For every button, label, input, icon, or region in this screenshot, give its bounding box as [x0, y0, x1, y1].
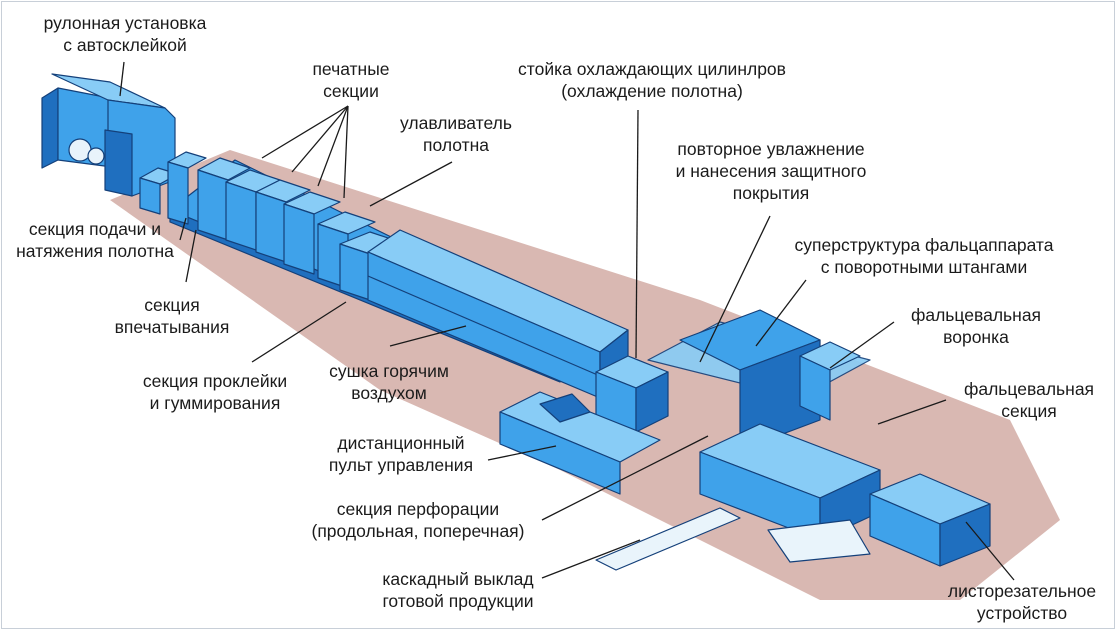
label-remote-console: дистанционный пульт управления [318, 432, 484, 476]
label-perforation: секция перфорации (продольная, поперечна… [290, 498, 546, 542]
label-perforation-line-1: секция перфорации [336, 499, 500, 519]
label-hot-air-dryer-line-1: сушка горячим [329, 361, 449, 381]
label-infeed: секция подачи и натяжения полотна [2, 218, 188, 262]
label-former-line-1: фальцевальная [910, 305, 1042, 325]
leader-infeed [179, 217, 187, 241]
label-web-catcher-line-2: полотна [423, 135, 489, 155]
label-remoistening: повторное увлажнение и нанесения защитно… [656, 138, 886, 204]
label-impression-line-1: секция [144, 295, 200, 315]
leader-printing-2 [291, 105, 349, 173]
cascade-delivery-conveyor [595, 507, 871, 571]
label-impression-line-2: впечатывания [114, 317, 230, 337]
printing-unit-3 [255, 179, 311, 263]
leader-web-catcher [369, 161, 453, 207]
label-cooling-rack-line-1: стойка охлаждающих цилинлров [518, 59, 786, 79]
former-unit [799, 341, 861, 421]
sheeter-unit [869, 473, 991, 567]
leader-cascade [541, 539, 641, 579]
label-superstructure: суперструктура фальцаппарата с поворотны… [786, 234, 1062, 278]
label-gluing-line-1: секция проклейки [142, 371, 288, 391]
leader-sheeter [965, 521, 1015, 581]
label-sheeter-line-1: листорезательное [947, 581, 1097, 601]
label-printing-units-line-2: секции [323, 81, 379, 101]
leader-folder [877, 399, 947, 425]
label-remote-console-line-1: дистанционный [337, 433, 465, 453]
label-remoistening-line-3: покрытия [732, 183, 810, 203]
label-remote-console-line-2: пульт управления [328, 455, 474, 475]
label-hot-air-dryer: сушка горячим воздухом [314, 360, 464, 404]
printing-unit-4 [283, 191, 341, 275]
leader-gluing [251, 301, 347, 363]
hot-air-dryer-unit [367, 229, 629, 399]
label-cascade-delivery: каскадный выклад готовой продукции [368, 568, 548, 612]
leader-printing-3 [317, 105, 349, 187]
label-perforation-line-2: (продольная, поперечная) [311, 521, 525, 541]
label-roll-stand-line-1: рулонная установка [43, 13, 207, 33]
label-former: фальцевальная воронка [896, 304, 1056, 348]
leader-superstructure [755, 279, 807, 347]
label-hot-air-dryer-line-2: воздухом [351, 383, 427, 403]
label-superstructure-line-2: с поворотными штангами [820, 257, 1028, 277]
leader-cooling-rack [635, 109, 639, 359]
label-web-catcher: улавливатель полотна [386, 112, 526, 156]
label-printing-units: печатные секции [296, 58, 406, 102]
label-roll-stand: рулонная установка с автосклейкой [30, 12, 220, 56]
leader-printing-4 [343, 105, 349, 199]
leader-printing-1 [261, 105, 349, 159]
label-sheeter: листорезательное устройство [940, 580, 1104, 624]
remote-console-unit [499, 391, 661, 495]
label-printing-units-line-1: печатные [312, 59, 390, 79]
label-infeed-line-2: натяжения полотна [16, 241, 174, 261]
leader-dryer [389, 325, 467, 347]
label-sheeter-line-2: устройство [976, 603, 1068, 623]
label-folder: фальцевальная секция [948, 378, 1110, 422]
label-roll-stand-line-2: с автосклейкой [63, 35, 187, 55]
label-folder-line-1: фальцевальная [963, 379, 1095, 399]
chill-roll-stand [595, 355, 669, 433]
label-cascade-delivery-line-2: готовой продукции [382, 591, 534, 611]
label-superstructure-line-1: суперструктура фальцаппарата [794, 235, 1054, 255]
label-remoistening-line-1: повторное увлажнение [677, 139, 865, 159]
leader-remote-console [487, 445, 557, 461]
label-infeed-line-1: секция подачи и [28, 219, 162, 239]
label-gluing-line-2: и гуммирования [149, 393, 281, 413]
leader-roll-stand [119, 61, 125, 97]
label-gluing: секция проклейки и гуммирования [126, 370, 304, 414]
label-cooling-rack: стойка охлаждающих цилинлров (охлаждение… [492, 58, 812, 102]
label-impression: секция впечатывания [110, 294, 234, 338]
label-web-catcher-line-1: улавливатель [400, 113, 512, 133]
leader-remoistening [699, 215, 771, 363]
label-cooling-rack-line-2: (охлаждение полотна) [561, 81, 743, 101]
gluing-unit [339, 231, 401, 301]
label-folder-line-2: секция [1001, 401, 1057, 421]
label-former-line-2: воронка [943, 327, 1009, 347]
label-remoistening-line-2: и нанесения защитного [675, 161, 867, 181]
leader-former [829, 321, 895, 369]
leader-perforation [541, 435, 709, 521]
label-cascade-delivery-line-1: каскадный выклад [382, 569, 534, 589]
impression-unit [167, 151, 207, 225]
leader-impression [185, 229, 197, 283]
